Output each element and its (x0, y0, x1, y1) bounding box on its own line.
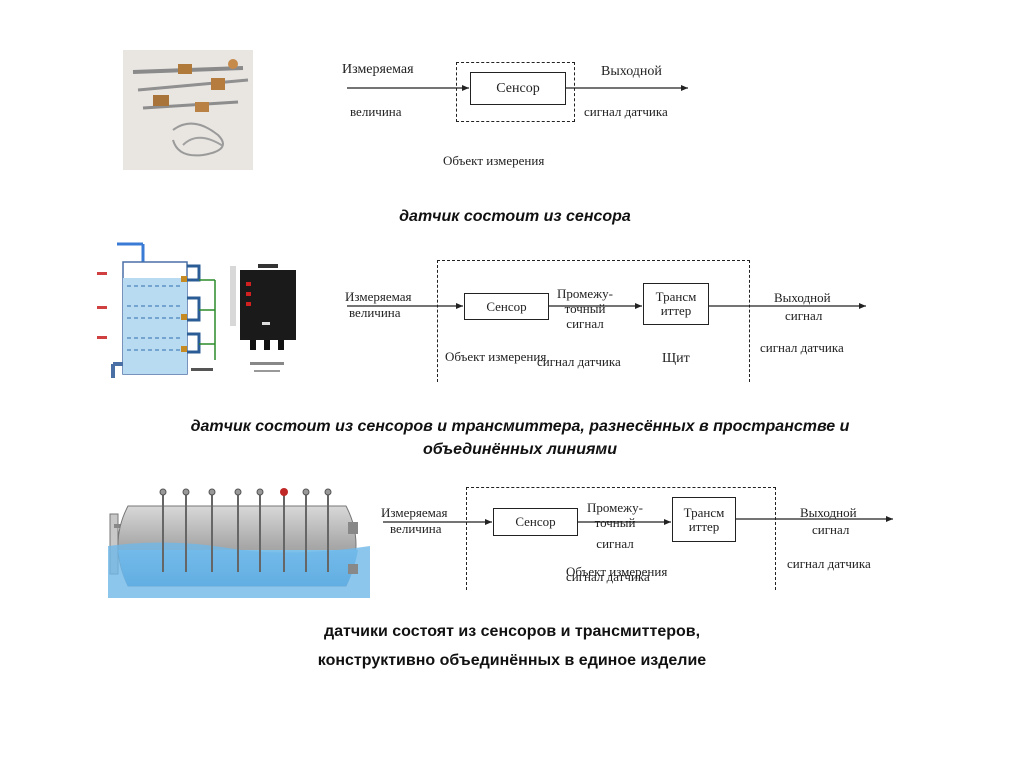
d2-caption-2: объединённых линиями (422, 441, 618, 458)
sensor-photo (123, 50, 253, 170)
d1-input-label-1: Измеряемая (342, 62, 414, 77)
d3-intermediate-1: Промежу- (587, 500, 643, 515)
d2-output-label-1: Выходной (774, 290, 831, 305)
d3-overlap-label: сигнал датчика (566, 569, 650, 584)
d3-transmitter-1: Трансм (683, 504, 725, 520)
vessel-illustration (108, 486, 370, 598)
d2-intermediate-1: Промежу- (557, 286, 613, 301)
d2-intermediate-2: точный (564, 301, 606, 316)
d3-object-label: Объект измерения (566, 564, 668, 579)
d2-transmitter-1: Трансм (655, 289, 697, 304)
d3-caption-1: датчики состоят из сенсоров и трансмитте… (323, 623, 701, 640)
d2-transmitter-box: Трансм иттер (643, 283, 709, 325)
d3-transmitter-2: иттер (688, 518, 720, 534)
control-panel (230, 262, 302, 380)
d2-intermediate-3: сигнал (566, 316, 604, 331)
d3-input-label-2: величина (390, 521, 442, 536)
d1-sensor-box: Сенсор (470, 72, 566, 105)
d2-transmitter-2: иттер (660, 303, 692, 318)
d1-object-boundary (456, 62, 575, 122)
d2-object-label: Объект измерения (445, 349, 547, 364)
d2-sensor-box: Сенсор (464, 293, 549, 320)
tank-schematic (95, 240, 225, 380)
d3-sensor-box: Сенсор (493, 508, 578, 536)
d2-caption-1: датчик состоит из сенсоров и трансмиттер… (190, 418, 850, 435)
d1-output-label-1: Выходной (601, 64, 662, 79)
d1-output-label-2: сигнал датчика (584, 104, 668, 119)
d2-input-label-1: Измеряемая (345, 289, 412, 304)
d2-object-boundary (437, 260, 750, 382)
d3-intermediate-3: сигнал (596, 536, 634, 551)
d2-output-label-2: сигнал (785, 308, 823, 323)
d2-intermediate-label: Промежу- точный сигнал (548, 286, 622, 331)
d1-object-label: Объект измерения (443, 153, 545, 168)
d3-intermediate-2: точный (594, 515, 636, 530)
d3-object-boundary (466, 487, 776, 590)
d3-output-label-2: сигнал (812, 522, 850, 537)
d2-output-label-3: сигнал датчика (760, 340, 844, 355)
d3-caption-2: конструктивно объединённых в единое изде… (317, 652, 707, 669)
d3-intermediate-label: Промежу- точный сигнал (577, 500, 653, 551)
d3-output-label-1: Выходной (800, 505, 857, 520)
d3-input-label-1: Измеряемая (381, 505, 448, 520)
d2-input-label-2: величина (349, 305, 401, 320)
d3-transmitter-box: Трансм иттер (672, 497, 736, 542)
d2-panel-label: Щит (662, 351, 690, 366)
d1-input-label-2: величина (350, 104, 402, 119)
d1-caption: датчик состоит из сенсора (399, 208, 631, 225)
d3-output-label-3: сигнал датчика (787, 556, 871, 571)
d2-overlap-label: сигнал датчика (537, 354, 621, 369)
